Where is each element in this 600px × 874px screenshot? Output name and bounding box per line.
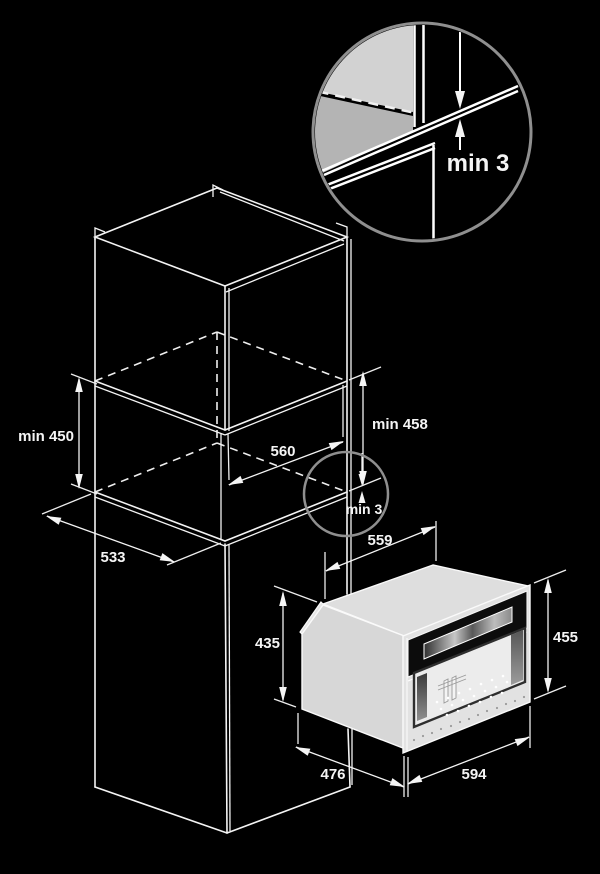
detail-side-panel xyxy=(315,25,413,112)
gap-detail-magnified: min 3 xyxy=(311,21,533,243)
dimension-front-width: 594 xyxy=(403,706,531,797)
arrow-right-icon xyxy=(159,553,175,562)
dimension-front-height: 455 xyxy=(533,569,578,700)
large-callout-circle xyxy=(311,21,533,243)
cabinet-top-front-edge-inner xyxy=(225,243,345,293)
niche xyxy=(94,331,348,547)
niche-height-right-label: min 458 xyxy=(372,416,428,433)
arrow-right-icon xyxy=(420,526,436,536)
niche-top-front-edge-right-inner xyxy=(224,385,348,436)
oven-window-right-band xyxy=(511,630,523,685)
detail-shelf-front-edge xyxy=(315,84,519,185)
arrow-left-icon xyxy=(46,516,62,525)
arrow-down-icon xyxy=(455,91,465,109)
front-height-label: 455 xyxy=(553,629,578,646)
niche-top-hidden-edge-right xyxy=(216,331,348,382)
oven-side-face xyxy=(301,604,409,752)
niche-width-label: 560 xyxy=(270,443,295,460)
oven-door-window xyxy=(412,626,527,729)
arrow-up-icon xyxy=(75,377,83,392)
arrow-left-icon xyxy=(295,747,311,756)
detail-appliance-edge xyxy=(315,89,519,190)
dimension-niche-width: 560 xyxy=(227,385,344,486)
arrow-right-icon xyxy=(514,737,530,747)
cabinet-back-corner-tab xyxy=(212,183,224,197)
cabinet-left-corner-tab xyxy=(94,227,106,240)
niche-depth-label: 533 xyxy=(100,549,125,566)
niche-bottom-front-edge-right-inner xyxy=(224,496,348,547)
niche-top-front-edge-right xyxy=(224,380,348,431)
gap-callout-label: min 3 xyxy=(447,150,510,177)
gap-detail-content: min 3 xyxy=(315,25,519,239)
body-depth-label: 476 xyxy=(320,766,345,783)
cabinet-top-face xyxy=(92,187,350,287)
niche-top-front-edge-left xyxy=(94,380,226,431)
tall-cabinet xyxy=(92,183,353,834)
arrow-right-icon xyxy=(389,778,405,787)
niche-bottom-hidden-edge-right xyxy=(216,442,348,493)
niche-bottom-front-edge-right xyxy=(224,491,348,542)
arrow-up-icon xyxy=(358,491,366,503)
arrow-up-icon xyxy=(359,371,367,386)
gap-small-label: min 3 xyxy=(346,501,383,517)
arrow-left-icon xyxy=(228,475,244,485)
arrow-down-icon xyxy=(75,474,83,489)
front-width-label: 594 xyxy=(461,766,487,783)
niche-bottom-front-edge-left-inner xyxy=(94,496,226,547)
cabinet-bottom-right-edge xyxy=(226,786,351,834)
body-height-label: 435 xyxy=(255,635,280,652)
arrow-up-icon xyxy=(279,591,287,606)
dimension-niche-height-right: min 458 xyxy=(348,366,428,492)
dimension-body-height: 435 xyxy=(255,585,318,708)
dimension-body-width: 559 xyxy=(324,521,437,599)
niche-height-label: min 450 xyxy=(18,428,74,445)
cabinet-right-edge-lower xyxy=(347,728,351,788)
oven-interior-perforation-dots xyxy=(435,674,509,717)
arrow-up-icon xyxy=(544,578,552,593)
arrow-left-icon xyxy=(407,774,423,784)
oven-window-left-band xyxy=(417,673,427,721)
niche-top-hidden-edge-left xyxy=(94,331,218,382)
niche-bottom-front-edge-left xyxy=(94,491,226,542)
dimension-body-depth: 476 xyxy=(295,713,405,788)
cabinet-top-back-edge-inner xyxy=(219,191,345,242)
small-callout-circle xyxy=(302,450,390,538)
arrow-up-icon xyxy=(455,119,465,137)
arrow-down-icon xyxy=(358,474,366,486)
arrow-left-icon xyxy=(325,561,341,571)
arrow-down-icon xyxy=(279,687,287,702)
niche-top-front-edge-left-inner xyxy=(94,385,226,436)
oven-display-window xyxy=(423,606,513,660)
cabinet-bottom-left-edge xyxy=(94,786,228,834)
dimension-niche-height: min 450 xyxy=(18,373,98,495)
oven xyxy=(299,564,531,755)
arrow-right-icon xyxy=(328,441,344,451)
dimension-niche-depth: 533 xyxy=(41,493,222,566)
detail-shelf-surface xyxy=(315,88,413,184)
gap-callout-small: min 3 xyxy=(302,450,390,538)
body-width-label: 559 xyxy=(367,532,392,549)
oven-interior-rack xyxy=(437,674,467,704)
oven-door-vent-dots xyxy=(412,695,526,742)
niche-bottom-hidden-edge-left xyxy=(94,442,218,493)
arrow-down-icon xyxy=(544,678,552,693)
cabinet-right-corner-tab xyxy=(335,222,348,237)
cabinet-front-edge-lower-inner xyxy=(228,544,231,832)
cabinet-front-edge-lower xyxy=(224,543,228,834)
